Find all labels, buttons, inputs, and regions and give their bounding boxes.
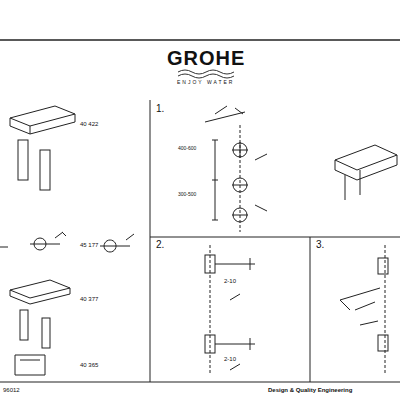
dimension: 2-10 [224,278,236,284]
step-number: 1. [156,104,164,114]
dimension: 400-600 [178,146,196,151]
step-number: 3. [316,240,324,250]
part-number: 45 177 [80,242,98,248]
dimension: 300-500 [178,192,196,197]
step-number: 2. [156,240,164,250]
document-number: 96012 [3,387,20,393]
tagline: ENJOY WATER [177,80,234,85]
brand-logo: GROHE [167,48,245,68]
footer-text: Design & Quality Engineering [268,387,352,393]
part-number: 40 422 [80,121,98,127]
part-number: 40 377 [80,296,98,302]
dimension: 2-10 [224,356,236,362]
part-number: 40 365 [80,362,98,368]
